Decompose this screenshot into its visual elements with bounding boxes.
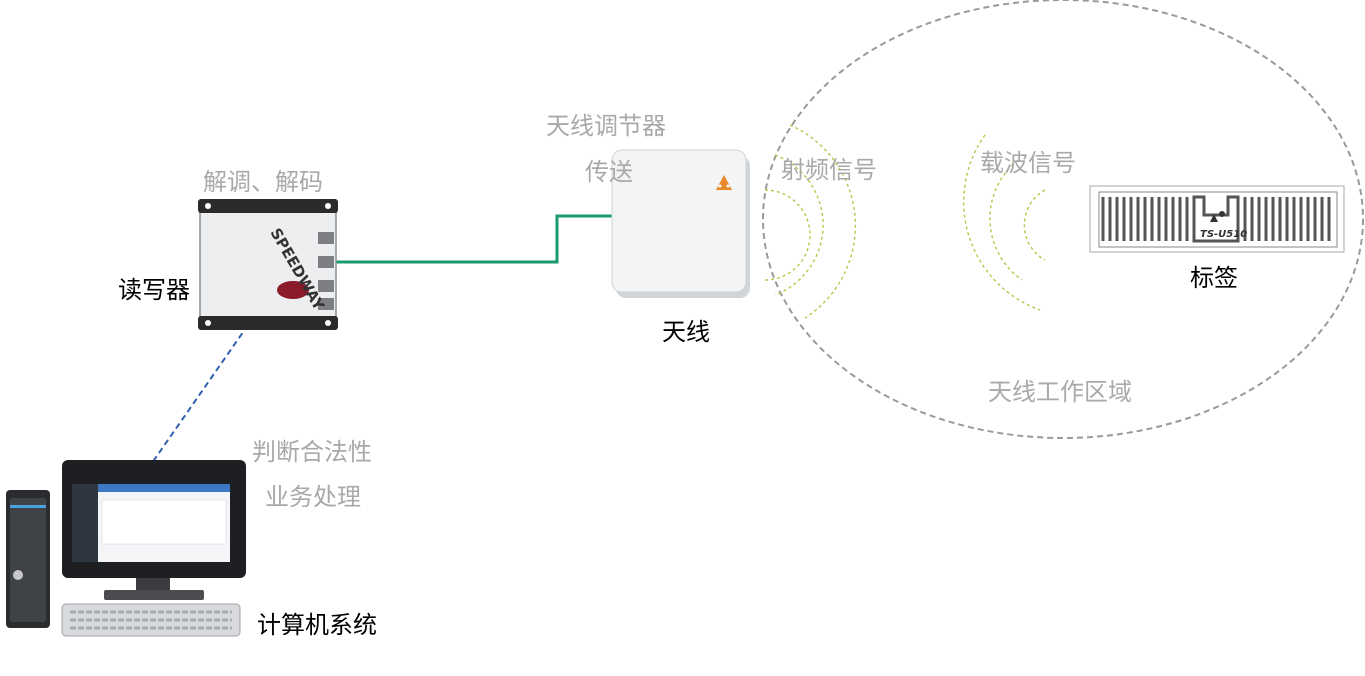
carrier-signal-label: 载波信号 <box>980 149 1076 177</box>
tag-antenna-right <box>1243 197 1331 241</box>
antenna-logo-dot-1 <box>718 184 722 188</box>
reader-port-1 <box>318 232 334 244</box>
tag-chip-marker <box>1210 214 1218 222</box>
carrier-signal-waves <box>962 134 1046 311</box>
reader-port-3 <box>318 280 334 292</box>
computer-monitor-base <box>104 590 204 600</box>
judge-legality-label: 判断合法性 <box>252 438 372 466</box>
antenna-label: 天线 <box>662 318 710 346</box>
computer-screen-sidebar <box>72 484 98 562</box>
demod-decode-label: 解调、解码 <box>203 168 323 196</box>
carrier-wave-middle <box>989 159 1023 281</box>
business-processing-label: 业务处理 <box>265 483 361 511</box>
tag-label: 标签 <box>1190 264 1238 292</box>
carrier-wave-outer <box>962 134 1041 311</box>
computer-monitor-stand <box>136 578 170 592</box>
computer-screen-header <box>98 484 230 492</box>
computer-tower-light <box>10 505 46 508</box>
reader-port-2 <box>318 256 334 268</box>
antenna-device-image <box>611 149 750 298</box>
computer-tower-front <box>10 498 46 622</box>
rf-wave-inner <box>764 189 811 281</box>
tag-device-image: TS-U510 <box>1089 185 1345 253</box>
tag-antenna-left <box>1101 197 1189 241</box>
reader-logo-badge <box>277 281 309 299</box>
tag-center-loop <box>1192 195 1240 243</box>
computer-system-label: 计算机系统 <box>257 611 377 639</box>
antenna-adjuster-label: 天线调节器 <box>546 112 666 140</box>
antenna-work-area-outline <box>762 0 1364 439</box>
computer-keyboard-keys <box>70 610 232 630</box>
antenna-work-area-label: 天线工作区域 <box>988 378 1132 406</box>
reader-screw-br <box>325 320 331 326</box>
tag-chip <box>1219 211 1225 217</box>
reader-top-bracket <box>198 199 338 213</box>
antenna-logo-dot-2 <box>726 184 730 188</box>
rf-signal-waves <box>764 124 857 319</box>
reader-port-4 <box>318 298 334 310</box>
carrier-wave-inner <box>1023 189 1046 261</box>
reader-screw-bl <box>205 320 211 326</box>
computer-power-button <box>13 570 23 580</box>
rf-signal-label: 射频信号 <box>781 156 877 184</box>
reader-bottom-bracket <box>198 316 338 330</box>
reader-screw-tl <box>205 203 211 209</box>
rf-wave-middle <box>774 154 824 296</box>
reader-computer-connector <box>151 324 249 464</box>
transmit-label: 传送 <box>585 158 633 186</box>
tag-inlay-outline <box>1098 191 1338 248</box>
reader-screw-tr <box>325 203 331 209</box>
computer-screen-table <box>101 499 227 545</box>
antenna-panel <box>611 149 747 293</box>
tag-model-text: TS-U510 <box>1200 229 1247 240</box>
reader-antenna-connector <box>334 214 616 264</box>
computer-device-image <box>6 460 246 637</box>
reader-device-image: SPEEDWAY <box>198 199 338 330</box>
reader-label: 读写器 <box>118 276 190 304</box>
